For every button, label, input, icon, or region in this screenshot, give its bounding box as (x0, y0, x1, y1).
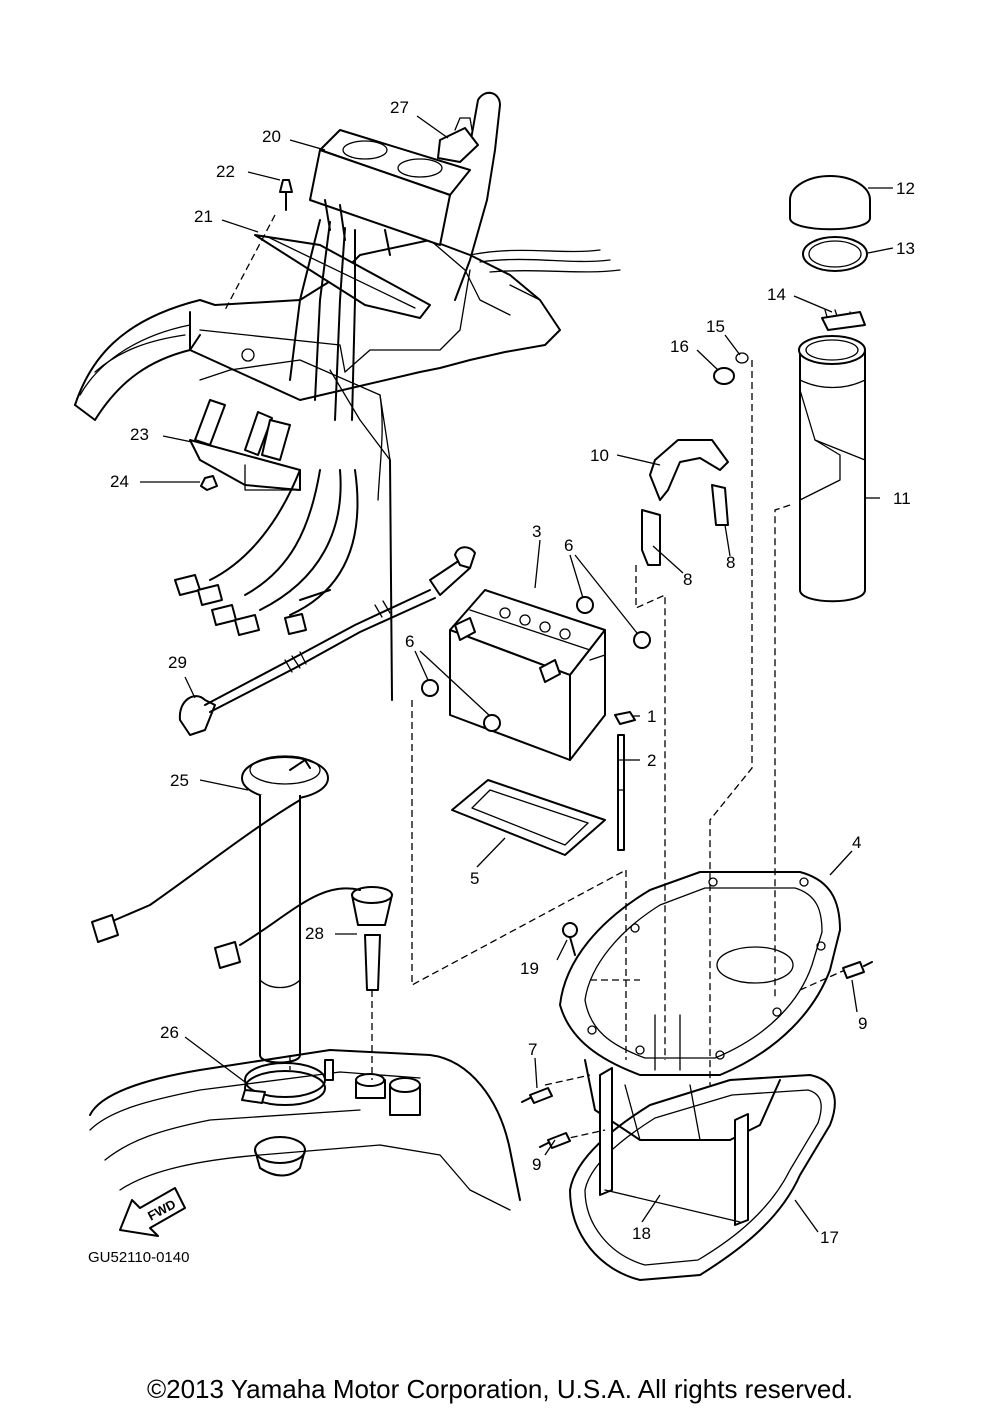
callout-9b: 9 (532, 1155, 541, 1174)
callout-6a: 6 (564, 536, 573, 555)
callout-23: 23 (130, 425, 149, 444)
callout-26: 26 (160, 1023, 179, 1042)
callout-18: 18 (632, 1224, 651, 1243)
callout-11: 11 (893, 489, 911, 508)
callout-6b: 6 (405, 632, 414, 651)
bracket-8 (641, 484, 729, 566)
bracket-23 (189, 399, 301, 491)
callout-19: 19 (520, 959, 539, 978)
callout-8a: 8 (683, 570, 692, 589)
fwd-arrow-icon: FWD (119, 1187, 186, 1237)
callout-13: 13 (896, 239, 915, 258)
battery-3 (449, 589, 606, 761)
collar-6 (421, 596, 651, 732)
callout-7: 7 (528, 1040, 537, 1059)
seal-17 (569, 1074, 836, 1281)
callout-29: 29 (168, 653, 187, 672)
callout-21: 21 (194, 207, 213, 226)
sensor-28 (214, 886, 393, 991)
hose-clamp-26 (241, 1062, 326, 1106)
fuel-sender-25 (91, 755, 329, 1064)
diagram-code: GU52110-0140 (88, 1249, 189, 1266)
callout-9a: 9 (858, 1014, 867, 1033)
callout-12: 12 (896, 179, 915, 198)
band-bar (614, 711, 636, 851)
callout-3: 3 (532, 522, 541, 541)
clip-10 (649, 439, 729, 501)
callout-28: 28 (305, 924, 324, 943)
copyright-notice: ©2013 Yamaha Motor Corporation, U.S.A. A… (146, 1374, 854, 1404)
callout-24: 24 (110, 472, 129, 491)
upper-deck (74, 239, 621, 701)
band-18 (599, 1067, 749, 1226)
callout-25: 25 (170, 771, 189, 790)
callout-2: 2 (647, 751, 656, 770)
assembly-lines (224, 214, 846, 1141)
callout-22: 22 (216, 162, 235, 181)
callout-4: 4 (852, 833, 861, 852)
meter-assembly (254, 91, 501, 421)
callout-20: 20 (262, 127, 281, 146)
fuel-tank (89, 1049, 521, 1211)
callout-8b: 8 (726, 553, 735, 572)
callout-16: 16 (670, 337, 689, 356)
callout-1: 1 (647, 707, 656, 726)
filler-neck-11 (713, 175, 871, 603)
pad-5 (451, 779, 606, 856)
leader-lines (140, 115, 894, 1233)
callout-5: 5 (470, 869, 479, 888)
wire-harness (174, 469, 359, 636)
callout-15: 15 (706, 317, 725, 336)
callout-17: 17 (820, 1228, 839, 1247)
callouts: 1 2 3 4 5 6 6 7 8 8 9 9 10 11 12 13 14 1… (110, 98, 915, 1247)
callout-14: 14 (767, 285, 786, 304)
callout-27: 27 (390, 98, 409, 117)
battery-cable-29 (178, 546, 476, 736)
callout-10: 10 (590, 446, 609, 465)
